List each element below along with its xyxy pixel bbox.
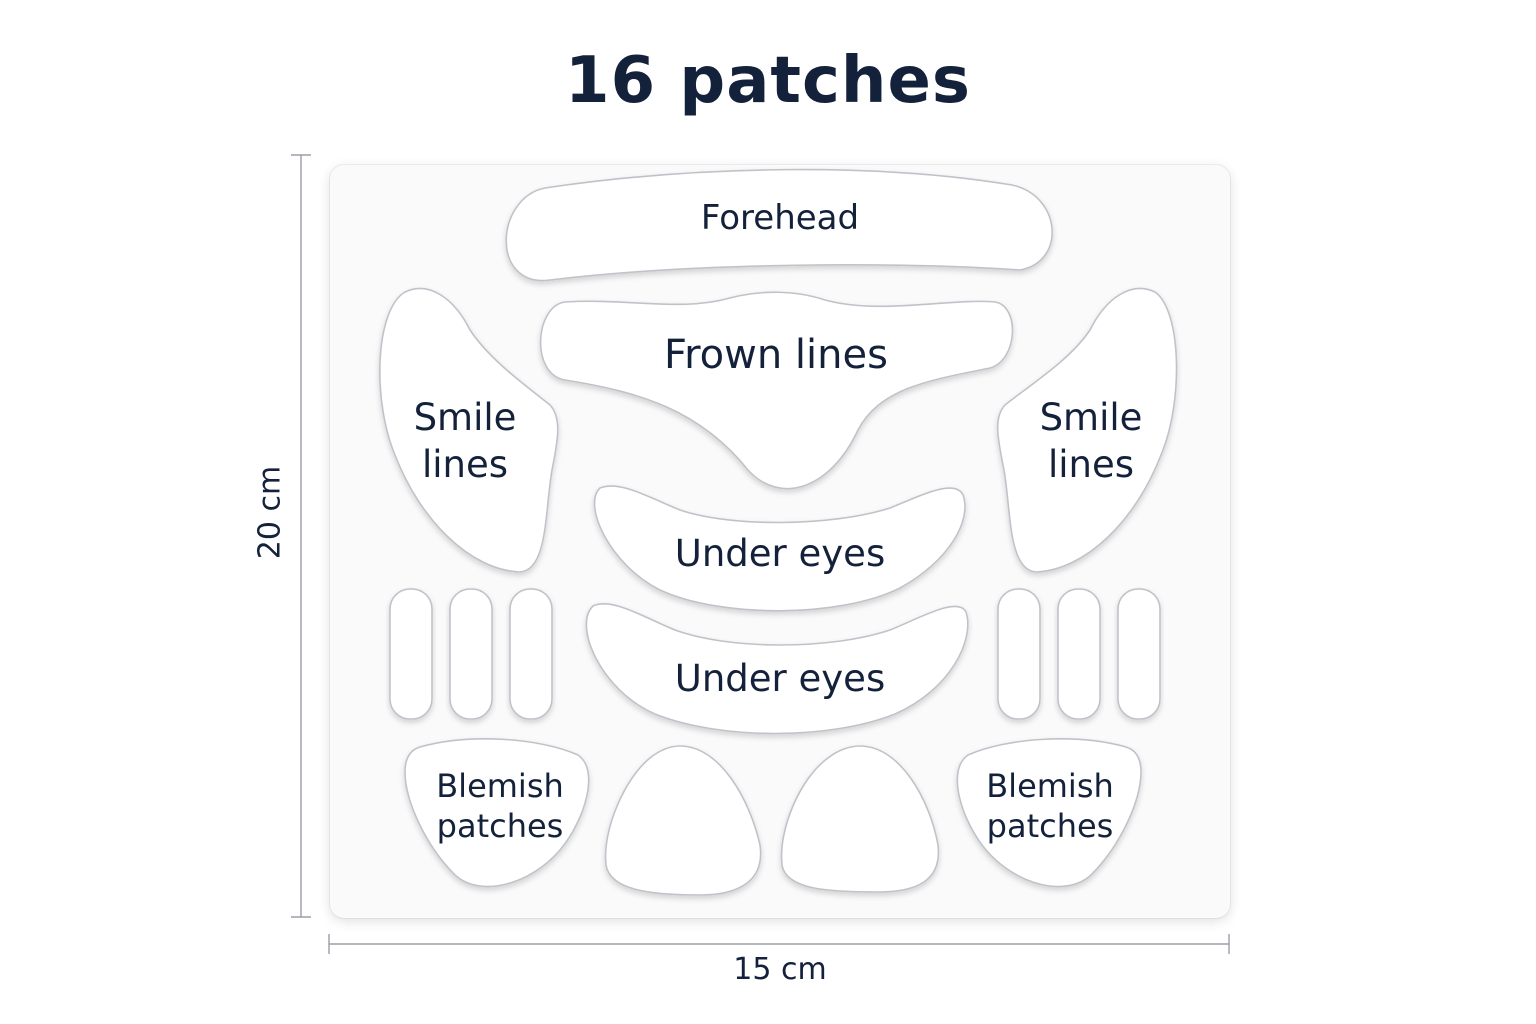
small-strip-patch [509,588,553,720]
small-strip-patch [1117,588,1161,720]
smile-lines-right-patch [996,287,1178,573]
under-eyes-bottom-label: Under eyes [674,657,886,700]
frown-lines-patch [539,291,1014,490]
forehead-patch [505,168,1053,282]
blemish-right-label: Blemish patches [970,766,1130,846]
blemish-middle-patch [780,745,940,893]
height-dimension-line [291,154,311,918]
smile-lines-left-label-line2: lines [421,443,509,486]
smile-lines-left-patch [379,287,559,573]
width-dimension-label: 15 cm [733,952,827,987]
smile-lines-right-label: Smile lines [1021,394,1161,488]
smile-lines-right-label-line2: lines [1047,443,1135,486]
blemish-right-label-line1: Blemish [986,767,1114,805]
width-dimension-line [328,934,1230,954]
under-eyes-top-label: Under eyes [674,532,886,575]
small-strip-patch [389,588,433,720]
forehead-label: Forehead [700,198,860,238]
blemish-left-patch [404,738,590,888]
smile-lines-right-label-line1: Smile [1039,396,1143,439]
blemish-left-label-line1: Blemish [436,767,564,805]
smile-lines-left-label-line1: Smile [413,396,517,439]
under-eyes-bottom-patch [585,603,969,735]
small-strip-patch [1057,588,1101,720]
page-title: 16 patches [565,44,971,118]
blemish-left-label-line2: patches [436,807,564,845]
smile-lines-left-label: Smile lines [395,394,535,488]
height-dimension-label: 20 cm [252,465,288,560]
blemish-left-label: Blemish patches [420,766,580,846]
blemish-right-patch [956,738,1142,888]
small-strip-patch [449,588,493,720]
small-strip-patch [997,588,1041,720]
blemish-middle-patch [604,745,762,896]
under-eyes-top-patch [593,485,966,612]
blemish-right-label-line2: patches [986,807,1114,845]
frown-lines-label: Frown lines [664,332,888,378]
